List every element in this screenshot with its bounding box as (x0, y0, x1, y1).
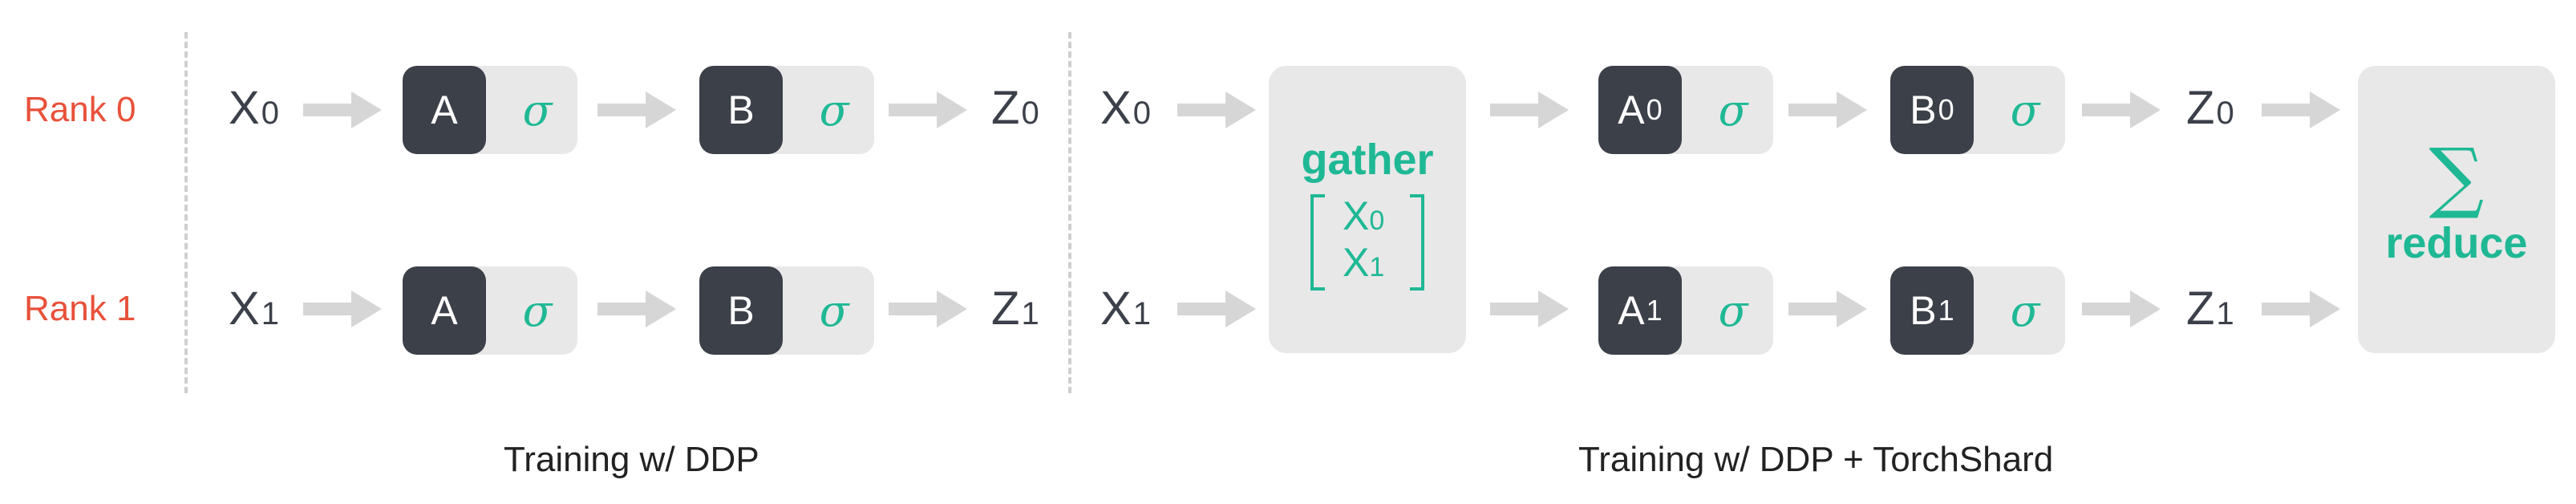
arrow-icon (597, 91, 676, 128)
sum-icon: ∑ (2428, 132, 2485, 222)
output-z1: Z1 (991, 282, 1039, 335)
layer-a-block: A σ (403, 266, 577, 355)
arrow-icon (303, 91, 382, 128)
layer-b-block: B σ (699, 266, 874, 355)
arrow-icon (1490, 91, 1569, 128)
output-z0: Z0 (991, 82, 1039, 134)
arrow-icon (2082, 91, 2161, 128)
left-bracket (1310, 194, 1325, 291)
output-z1: Z1 (2186, 282, 2234, 335)
right-bracket (1410, 194, 1424, 291)
rank-0-label: Rank 0 (24, 90, 136, 129)
separator-left (184, 32, 188, 393)
sigma-activation: σ (2010, 285, 2040, 336)
arrow-icon (1177, 91, 1256, 128)
reduce-box: ∑ reduce (2358, 66, 2555, 353)
layer-b-block: B σ (699, 66, 874, 154)
caption-ddp: Training w/ DDP (504, 440, 759, 479)
input-x0: X0 (229, 82, 279, 134)
sigma-activation: σ (522, 84, 553, 136)
arrow-icon (597, 291, 676, 327)
sigma-activation: σ (1718, 84, 1748, 136)
output-z0: Z0 (2186, 82, 2234, 134)
arrow-icon (2082, 291, 2161, 327)
arrow-icon (2262, 91, 2340, 128)
separator-middle (1068, 32, 1071, 393)
layer-a-block: A σ (403, 66, 577, 154)
input-x0: X0 (1100, 82, 1151, 134)
sigma-activation: σ (819, 285, 849, 336)
sigma-activation: σ (1718, 285, 1748, 336)
arrow-icon (1490, 291, 1569, 327)
gather-vector-x1: X1 (1343, 240, 1385, 285)
input-x1: X1 (1100, 282, 1151, 335)
rank-1-label: Rank 1 (24, 289, 136, 328)
gather-box: gather X0 X1 (1269, 66, 1466, 353)
arrow-icon (1788, 91, 1867, 128)
arrow-icon (889, 91, 967, 128)
input-x1: X1 (229, 282, 279, 335)
arrow-icon (1788, 291, 1867, 327)
sigma-activation: σ (819, 84, 849, 136)
gather-title: gather (1301, 136, 1434, 184)
reduce-title: reduce (2385, 219, 2528, 267)
sigma-activation: σ (2010, 84, 2040, 136)
caption-ddp-torchshard: Training w/ DDP + TorchShard (1578, 440, 2054, 479)
sigma-activation: σ (522, 285, 553, 336)
arrow-icon (1177, 291, 1256, 327)
gather-vector-x0: X0 (1343, 193, 1385, 238)
arrow-icon (889, 291, 967, 327)
arrow-icon (303, 291, 382, 327)
arrow-icon (2262, 291, 2340, 327)
